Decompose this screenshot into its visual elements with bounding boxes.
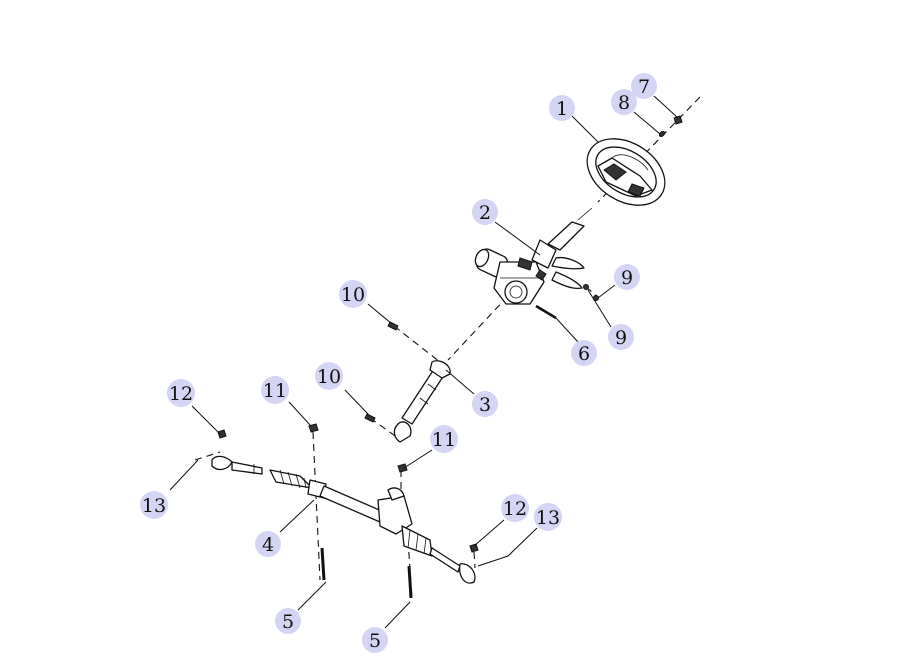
svg-text:5: 5: [282, 611, 294, 633]
leader-lines: [169, 95, 679, 629]
pinch-bolt-lower: [364, 413, 376, 423]
column-bolt-lower: [583, 284, 589, 290]
rack-mounting-bolt-left: [320, 547, 326, 581]
svg-text:2: 2: [479, 202, 491, 224]
callout-10-upper: 10: [339, 280, 367, 308]
svg-text:13: 13: [536, 507, 560, 529]
callout-5-left: 5: [275, 608, 301, 634]
svg-text:7: 7: [638, 76, 650, 98]
callout-1: 1: [549, 95, 575, 121]
svg-text:9: 9: [621, 267, 633, 289]
svg-text:8: 8: [618, 92, 630, 114]
svg-text:3: 3: [479, 394, 491, 416]
callout-13-right: 13: [534, 503, 562, 531]
steering-wheel: [586, 138, 666, 206]
tie-rod-nut-right: [469, 543, 479, 553]
callout-7: 7: [631, 73, 657, 99]
svg-text:10: 10: [341, 284, 365, 306]
callout-11-left: 11: [261, 376, 289, 404]
callout-10-lower: 10: [315, 362, 343, 390]
rack-mounting-bolt-right: [407, 565, 413, 599]
callout-12-right: 12: [501, 494, 529, 522]
tie-rod-nut-left: [217, 429, 227, 439]
svg-text:4: 4: [262, 534, 274, 556]
callout-5-right: 5: [362, 627, 388, 653]
steering-column-assembly: [474, 207, 593, 305]
rack-nut-left: [308, 423, 319, 433]
svg-text:11: 11: [432, 429, 456, 451]
callout-12-left: 12: [167, 379, 195, 407]
svg-text:1: 1: [556, 98, 568, 120]
callout-3: 3: [472, 391, 498, 417]
svg-text:5: 5: [369, 630, 381, 652]
callout-9-upper: 9: [614, 264, 640, 290]
callout-13-left: 13: [140, 491, 168, 519]
steering-rack-assembly: [211, 455, 476, 584]
column-mounting-bolt: [535, 304, 557, 320]
svg-text:9: 9: [615, 327, 627, 349]
svg-text:13: 13: [142, 495, 166, 517]
svg-text:6: 6: [578, 343, 590, 365]
intermediate-shaft: [393, 360, 451, 443]
callout-8: 8: [611, 89, 637, 115]
callout-11-right: 11: [430, 425, 458, 453]
steering-wheel-nut: [673, 115, 683, 125]
steering-wheel-washer: [658, 130, 666, 138]
callout-2: 2: [472, 199, 498, 225]
rack-nut-right: [397, 463, 408, 473]
svg-text:11: 11: [263, 380, 287, 402]
callout-4: 4: [255, 531, 281, 557]
svg-text:12: 12: [169, 383, 193, 405]
svg-text:12: 12: [503, 498, 527, 520]
svg-text:10: 10: [317, 366, 341, 388]
pinch-bolt-upper: [387, 321, 399, 331]
callout-6: 6: [571, 340, 597, 366]
callout-9-lower: 9: [608, 324, 634, 350]
